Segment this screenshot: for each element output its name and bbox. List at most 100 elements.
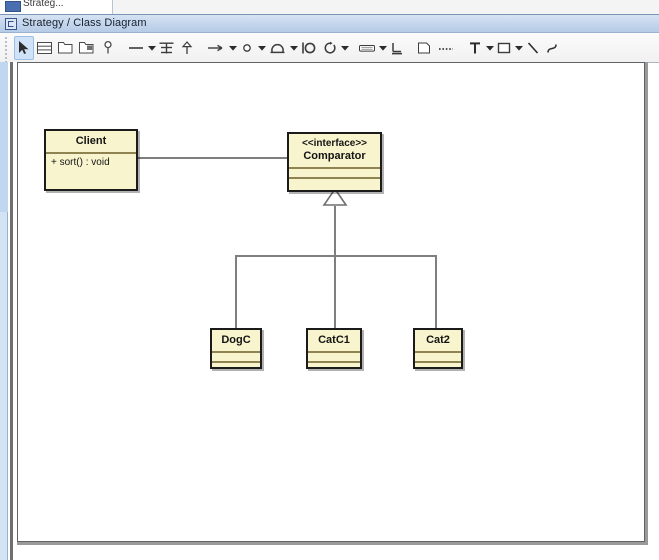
line-icon: [129, 46, 143, 49]
provided-interface-tool-dropdown[interactable]: [257, 45, 266, 51]
circle-icon: [243, 43, 251, 52]
class-node-dogc-divider-2: [212, 361, 260, 363]
class-node-comparator-divider-1: [289, 167, 380, 169]
cursor-arrow-icon: [19, 40, 29, 54]
dependency-tool[interactable]: [204, 36, 228, 60]
scrollbar-thumb[interactable]: [0, 62, 8, 212]
note-tool-dropdown[interactable]: [378, 45, 387, 51]
class-node-comparator-divider-2: [289, 177, 380, 179]
interface-tool[interactable]: [156, 36, 177, 60]
class-node-comparator-name: Comparator: [303, 150, 366, 162]
app-icon: [5, 1, 21, 12]
class-box-icon: [37, 41, 52, 54]
required-interface-tool[interactable]: [266, 36, 289, 60]
association-tool-dropdown[interactable]: [147, 45, 156, 51]
state-tool-dropdown[interactable]: [340, 45, 349, 51]
state-tool[interactable]: [320, 36, 340, 60]
edge-drop-cat2[interactable]: [435, 255, 437, 329]
toolbar-drag-handle[interactable]: [4, 37, 8, 62]
chevron-down-icon: [340, 45, 349, 51]
class-node-cat2[interactable]: Cat2: [413, 328, 463, 369]
subsystem-tool[interactable]: [76, 36, 98, 60]
class-node-catc1[interactable]: CatC1: [306, 328, 362, 369]
class-node-cat2-divider-2: [415, 361, 461, 363]
rectangle-tool[interactable]: [494, 36, 514, 60]
lollipop-icon: [302, 42, 316, 53]
page-title: Strategy / Class Diagram: [22, 17, 147, 29]
class-node-cat2-divider-1: [415, 351, 461, 353]
align-corner-icon: [392, 42, 402, 54]
curve-icon: [547, 43, 557, 53]
class-node-cat2-operations: [415, 363, 461, 371]
pin-icon: [104, 40, 112, 53]
curve-tool[interactable]: [543, 36, 563, 60]
class-node-client-divider: [46, 152, 136, 154]
class-node-dogc-operations: [212, 363, 260, 371]
class-node-catc1-divider-2: [308, 361, 360, 363]
class-node-comparator-operations: [289, 179, 380, 187]
class-tool[interactable]: [34, 36, 55, 60]
rectangle-icon: [497, 42, 511, 53]
class-node-comparator-attributes: [289, 169, 380, 177]
vertical-scrollbar[interactable]: [0, 62, 8, 560]
class-node-dogc[interactable]: DogC: [210, 328, 262, 369]
required-interface-tool-dropdown[interactable]: [289, 45, 298, 51]
tab-strip-filler: [113, 0, 659, 14]
dotted-line-icon: [439, 47, 453, 50]
align-tool[interactable]: [387, 36, 407, 60]
diagram-toolbar: [0, 33, 659, 63]
port-tool[interactable]: [98, 36, 118, 60]
circle-arrow-icon: [324, 41, 336, 54]
line-shape-tool[interactable]: [523, 36, 543, 60]
diagram-view-icon: [5, 18, 17, 30]
text-tool-dropdown[interactable]: [485, 45, 494, 51]
class-node-dogc-divider-1: [212, 351, 260, 353]
edge-drop-catc1[interactable]: [334, 255, 336, 329]
class-node-catc1-name: CatC1: [318, 334, 350, 346]
edge-generalization-trunk[interactable]: [334, 206, 336, 256]
provided-interface-tool[interactable]: [237, 36, 257, 60]
class-node-comparator[interactable]: <<interface>> Comparator: [287, 132, 382, 192]
chevron-down-icon: [485, 45, 494, 51]
editor-tab[interactable]: Strateg...: [0, 0, 113, 14]
edge-drop-dogc[interactable]: [235, 255, 237, 329]
canvas-right-shadow: [645, 62, 648, 545]
class-node-client-member: + sort() : void: [51, 157, 110, 168]
diagram-canvas[interactable]: Client + sort() : void <<interface>> Com…: [17, 62, 645, 542]
class-node-catc1-operations: [308, 363, 360, 371]
editor-tab-strip: Strateg...: [0, 0, 659, 15]
chevron-down-icon: [147, 45, 156, 51]
keyboard-icon: [359, 44, 375, 52]
chevron-down-icon: [257, 45, 266, 51]
text-tool[interactable]: [465, 36, 485, 60]
rectangle-tool-dropdown[interactable]: [514, 45, 523, 51]
select-tool[interactable]: [14, 35, 34, 60]
note-page-icon: [418, 42, 430, 53]
chevron-down-icon: [228, 45, 237, 51]
package-tool[interactable]: [55, 36, 76, 60]
toolbar-items: [14, 33, 563, 62]
socket-icon: [270, 43, 285, 54]
class-node-cat2-attributes: [415, 353, 461, 361]
comment-tool[interactable]: [414, 36, 434, 60]
dependency-tool-dropdown[interactable]: [228, 45, 237, 51]
anchor-tool[interactable]: [298, 36, 320, 60]
toolbar-separator: [407, 36, 414, 60]
note-tool[interactable]: [356, 36, 378, 60]
edge-client-comparator[interactable]: [138, 157, 289, 159]
class-node-catc1-attributes: [308, 353, 360, 361]
toolbar-separator: [349, 36, 356, 60]
toolbar-separator: [197, 36, 204, 60]
hollow-arrow-up-icon: [181, 40, 193, 54]
association-tool[interactable]: [125, 36, 147, 60]
generalization-tool[interactable]: [177, 36, 197, 60]
package-badge-icon: [79, 41, 94, 53]
generalization-arrowhead-outline: [322, 187, 348, 206]
dashed-link-tool[interactable]: [434, 36, 458, 60]
view-title-bar: Strategy / Class Diagram: [0, 15, 659, 33]
diagonal-line-icon: [527, 41, 539, 54]
text-T-icon: [470, 41, 480, 53]
class-node-dogc-attributes: [212, 353, 260, 361]
class-node-client[interactable]: Client + sort() : void: [44, 129, 138, 191]
